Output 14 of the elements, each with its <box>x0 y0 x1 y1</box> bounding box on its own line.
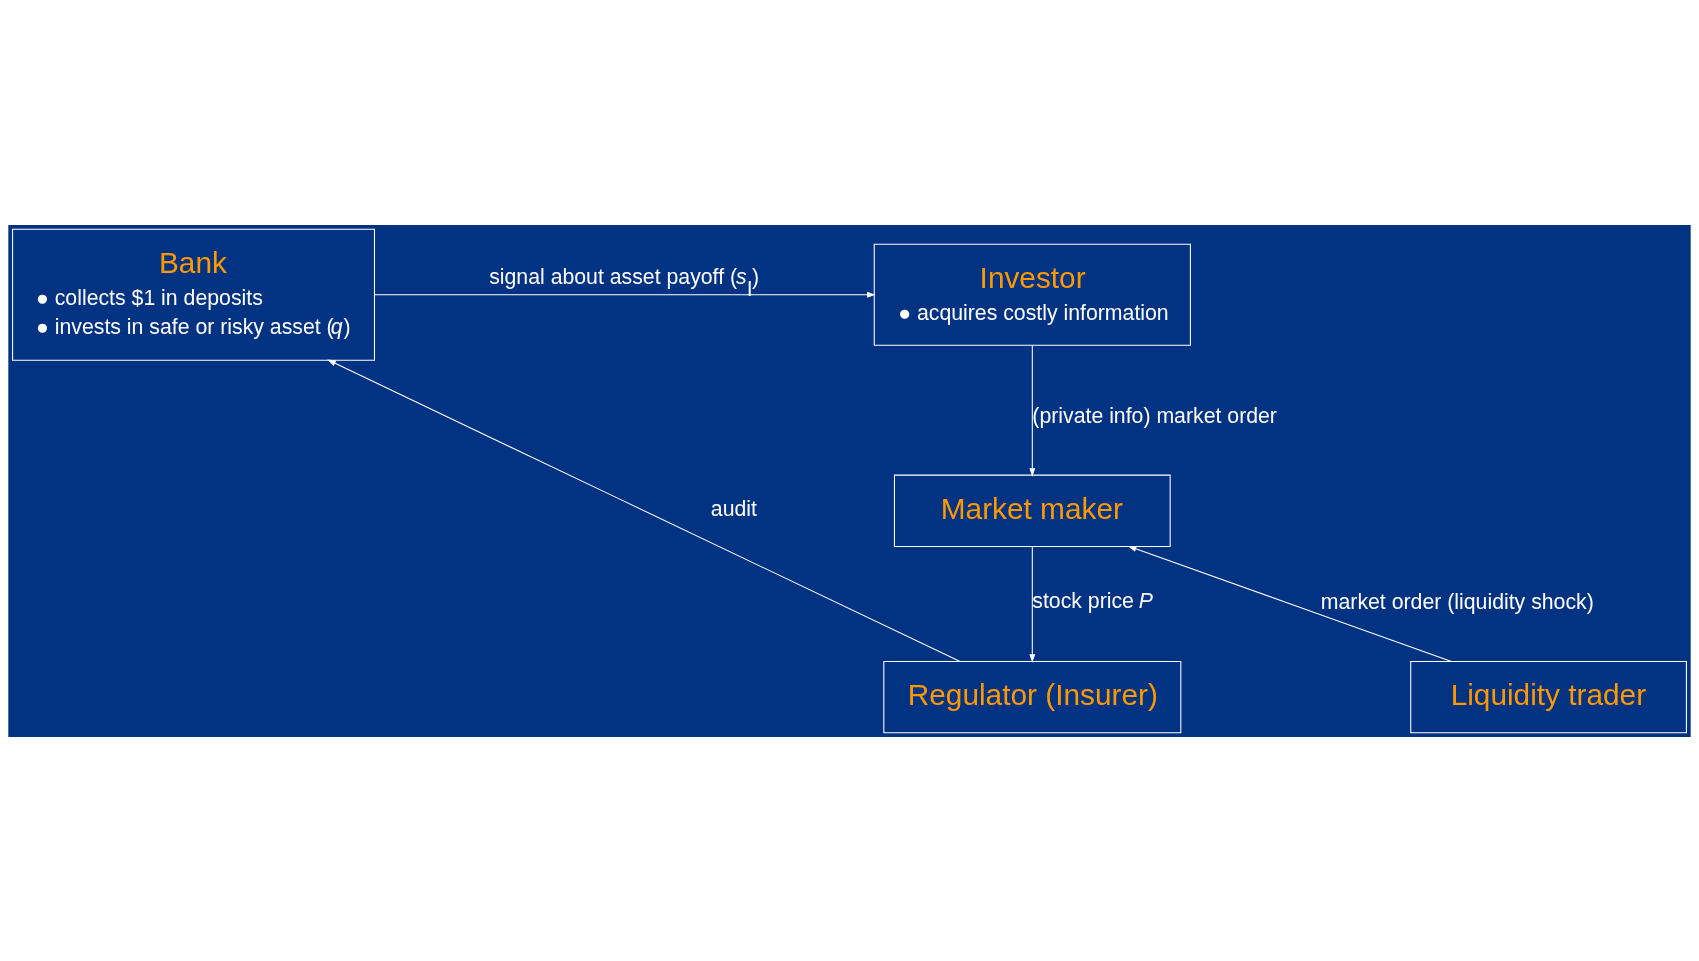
edge-label: audit <box>710 496 757 521</box>
arrow <box>327 359 961 662</box>
node-box: Market maker <box>893 474 1171 547</box>
edge-label: (private info) market order <box>1032 403 1277 428</box>
node-box: Liquidity trader <box>1410 660 1687 733</box>
node-box: Investor ● acquires costly information <box>873 243 1191 346</box>
edge-label: stock price P <box>1032 588 1153 613</box>
arrow <box>1127 545 1452 662</box>
arrow <box>373 291 876 298</box>
arrow <box>1029 545 1036 663</box>
edge-label: market order (liquidity shock) <box>1320 589 1594 614</box>
arrow <box>1029 344 1036 477</box>
node-box: Regulator (Insurer) <box>883 660 1182 733</box>
node-box: Bank ● collects $1 in deposits ● invests in safe or risky asset (q) <box>12 228 375 361</box>
